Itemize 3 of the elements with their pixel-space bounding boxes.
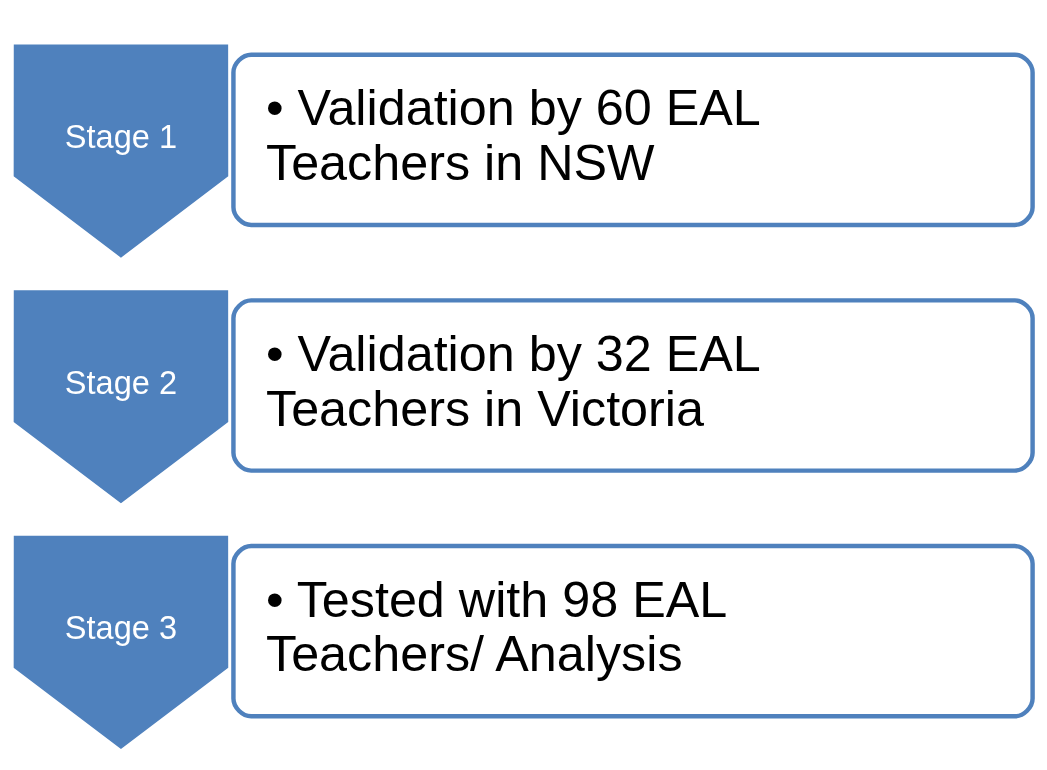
node-box: • Tested with 98 EAL Teachers/ Analysis — [231, 543, 1035, 718]
node-box: • Validation by 60 EAL Teachers in NSW — [231, 52, 1035, 227]
node-box: • Validation by 32 EAL Teachers in Victoria — [231, 297, 1035, 473]
